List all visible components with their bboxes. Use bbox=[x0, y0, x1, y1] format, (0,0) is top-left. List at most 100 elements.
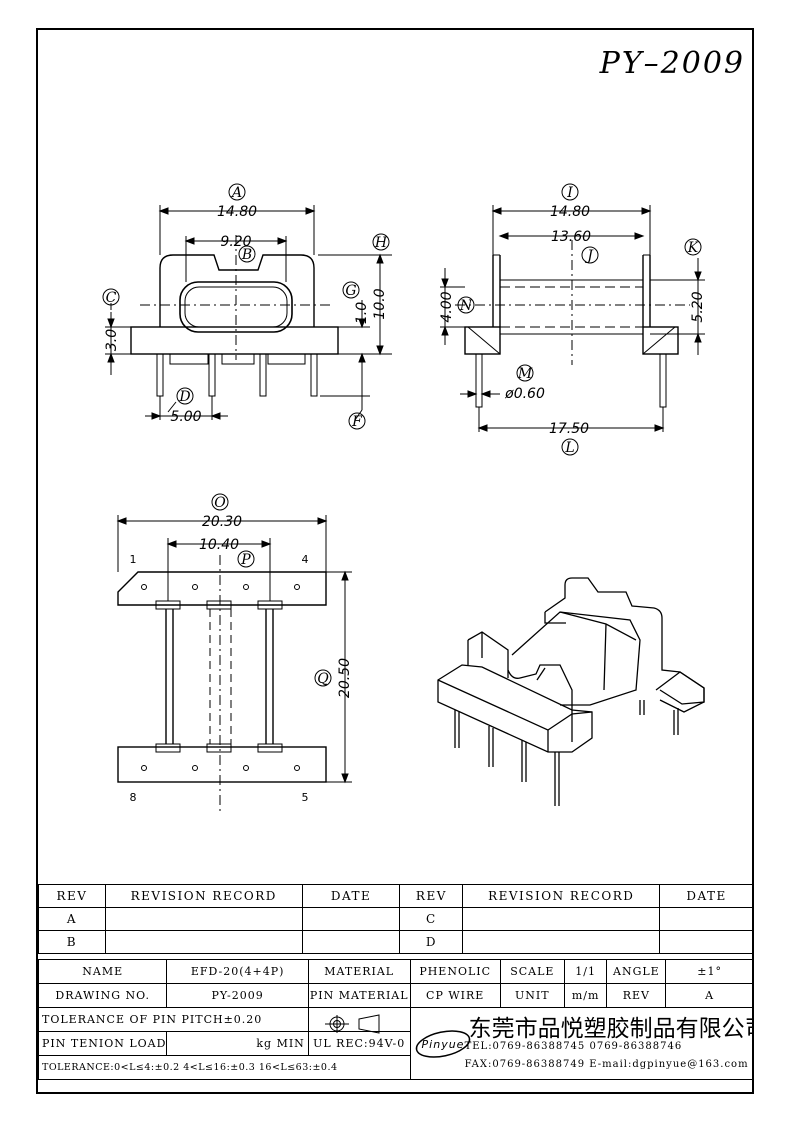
company-cell: Pinyue 东莞市品悦塑胶制品有限公司 TEL:0769-86388745 0… bbox=[409, 1007, 755, 1080]
table-row: B D bbox=[38, 930, 754, 954]
ul-rec: UL REC:94V-0 bbox=[307, 1031, 411, 1056]
rev-cell: D bbox=[399, 930, 464, 954]
top-view: 20.30 10.40 20.50 1 4 8 5 O P Q bbox=[116, 493, 353, 815]
record-cell bbox=[104, 907, 303, 931]
drawing-frame bbox=[36, 28, 754, 1094]
name-value: EFD-20(4+4P) bbox=[166, 959, 309, 984]
tolerance-pitch: TOLERANCE OF PIN PITCH±0.20 bbox=[38, 1007, 309, 1032]
rev-cell: A bbox=[38, 907, 106, 931]
label-l: L bbox=[564, 440, 574, 456]
label-g: G bbox=[345, 283, 356, 299]
label-f: F bbox=[351, 414, 363, 430]
dim-m-value: ø0.60 bbox=[504, 386, 545, 402]
dim-l-value: 17.50 bbox=[549, 421, 589, 437]
date-cell bbox=[301, 907, 401, 931]
drawing-title: PY–2009 bbox=[599, 46, 745, 81]
dim-c-value: 3.0 bbox=[104, 329, 120, 351]
rev-header: REV bbox=[38, 884, 106, 908]
date-cell bbox=[659, 907, 754, 931]
dim-k-value: 5.20 bbox=[690, 291, 706, 322]
front-view-labels: A B C D F G H bbox=[102, 183, 390, 430]
date-cell bbox=[301, 930, 401, 954]
rev-value: A bbox=[665, 983, 754, 1008]
name-label: NAME bbox=[37, 959, 168, 984]
scale-value: 1/1 bbox=[563, 959, 608, 984]
pin-number-8: 8 bbox=[130, 791, 137, 804]
company-tel: TEL:0769-86388745 0769-86388746 bbox=[464, 1041, 683, 1052]
title-block: NAME EFD-20(4+4P) MATERIAL PHENOLIC SCAL… bbox=[37, 959, 755, 1080]
unit-label: UNIT bbox=[499, 983, 565, 1008]
top-view-labels: O P Q bbox=[211, 493, 332, 687]
dim-i-value: 14.80 bbox=[550, 204, 590, 220]
pin-material-value: CP WIRE bbox=[409, 983, 501, 1008]
material-value: PHENOLIC bbox=[409, 959, 501, 984]
dim-p-value: 10.40 bbox=[199, 537, 239, 553]
dim-a-value: 14.80 bbox=[217, 204, 257, 220]
dim-o-value: 20.30 bbox=[202, 514, 242, 530]
dim-g-value: 1.0 bbox=[354, 302, 370, 324]
unit-value: m/m bbox=[563, 983, 608, 1008]
drawing-no-label: DRAWING NO. bbox=[37, 983, 168, 1008]
rev-label: REV bbox=[606, 983, 667, 1008]
company-fax: FAX:0769-86388749 E-mail:dgpinyue@163.co… bbox=[464, 1059, 749, 1070]
dim-d-value: 5.00 bbox=[170, 409, 201, 425]
revision-record-header-2: REVISION RECORD bbox=[462, 884, 661, 908]
label-b: B bbox=[241, 247, 252, 263]
dim-n-value: 4.00 bbox=[439, 291, 455, 322]
material-label: MATERIAL bbox=[307, 959, 411, 984]
label-o: O bbox=[214, 495, 226, 511]
rev-header-2: REV bbox=[399, 884, 464, 908]
table-row: NAME EFD-20(4+4P) MATERIAL PHENOLIC SCAL… bbox=[37, 959, 754, 984]
table-row: A C bbox=[38, 907, 754, 931]
dim-b-value: 9.20 bbox=[220, 234, 251, 250]
pin-number-4: 4 bbox=[302, 553, 309, 566]
side-view-labels: I J K L M N bbox=[457, 183, 702, 456]
date-header: DATE bbox=[301, 884, 401, 908]
tolerance-ranges: TOLERANCE:0<L≤4:±0.2 4<L≤16:±0.3 16<L≤63… bbox=[38, 1055, 411, 1080]
pin-number-5: 5 bbox=[302, 791, 309, 804]
table-row: REV REVISION RECORD DATE REV REVISION RE… bbox=[38, 884, 754, 908]
label-c: C bbox=[106, 290, 117, 306]
record-cell bbox=[462, 930, 661, 954]
company-name: 东莞市品悦塑胶制品有限公司 bbox=[468, 1016, 754, 1042]
label-i: I bbox=[566, 185, 573, 201]
isometric-view bbox=[437, 577, 705, 806]
label-j: J bbox=[584, 248, 594, 264]
scale-label: SCALE bbox=[499, 959, 565, 984]
revision-record-header: REVISION RECORD bbox=[104, 884, 303, 908]
pinyue-logo-icon: Pinyue bbox=[415, 1030, 470, 1058]
label-n: N bbox=[459, 298, 473, 314]
angle-value: ±1° bbox=[665, 959, 754, 984]
front-view: 14.80 9.20 3.0 5.00 1.0 10.0 A B C D F G… bbox=[102, 183, 392, 430]
side-view: 14.80 13.60 5.20 17.50 ø0.60 4.00 I J K … bbox=[439, 183, 706, 456]
table-row: DRAWING NO. PY-2009 PIN MATERIAL CP WIRE… bbox=[37, 983, 754, 1008]
rev-cell: C bbox=[399, 907, 464, 931]
record-cell bbox=[104, 930, 303, 954]
dim-j-value: 13.60 bbox=[551, 229, 591, 245]
projection-symbol-cell bbox=[307, 1007, 411, 1032]
drawing-no-value: PY-2009 bbox=[166, 983, 309, 1008]
label-h: H bbox=[374, 235, 388, 251]
pin-tension-unit: kg MIN bbox=[166, 1031, 309, 1056]
dim-h-value: 10.0 bbox=[372, 288, 388, 319]
label-m: M bbox=[517, 366, 533, 382]
date-header-2: DATE bbox=[659, 884, 754, 908]
label-p: P bbox=[240, 552, 251, 568]
logo-text: Pinyue bbox=[421, 1038, 464, 1051]
pin-tension-label: PIN TENION LOAD bbox=[37, 1031, 168, 1056]
angle-label: ANGLE bbox=[606, 959, 667, 984]
table-row: TOLERANCE:0<L≤4:±0.2 4<L≤16:±0.3 16<L≤63… bbox=[38, 1055, 754, 1080]
date-cell bbox=[659, 930, 754, 954]
label-q: Q bbox=[317, 671, 329, 687]
revision-table: REV REVISION RECORD DATE REV REVISION RE… bbox=[38, 884, 754, 954]
label-d: D bbox=[178, 389, 190, 405]
dim-q-value: 20.50 bbox=[337, 658, 353, 698]
pin-number-1: 1 bbox=[130, 553, 137, 566]
pin-material-label: PIN MATERIAL bbox=[307, 983, 411, 1008]
record-cell bbox=[462, 907, 661, 931]
rev-cell: B bbox=[38, 930, 106, 954]
table-row: TOLERANCE OF PIN PITCH±0.20 Pinyue 东莞市品悦… bbox=[38, 1007, 755, 1080]
label-k: K bbox=[687, 240, 700, 256]
label-a: A bbox=[230, 185, 242, 201]
